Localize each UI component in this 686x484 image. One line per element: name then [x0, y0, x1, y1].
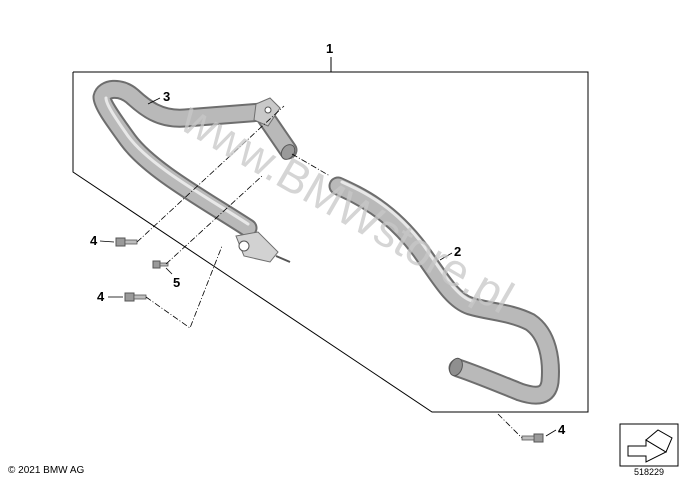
callout-3: 3: [163, 89, 170, 104]
screw-part-4-b: [124, 292, 147, 302]
screw-part-4-c: [521, 433, 544, 443]
callout-4-b: 4: [97, 289, 105, 304]
crash-bar-part-3: [92, 79, 298, 238]
assembly-frame: [72, 71, 589, 413]
bracket-part-5: [235, 231, 291, 263]
screw-part-4-a: [115, 237, 138, 247]
crash-bar-part-2: [328, 176, 560, 405]
callout-4-a: 4: [90, 233, 98, 248]
callout-4-c: 4: [558, 422, 566, 437]
callout-1: 1: [326, 41, 333, 56]
callout-2: 2: [454, 244, 461, 259]
callout-5: 5: [173, 275, 180, 290]
assembly-lines: [136, 105, 523, 439]
screw-part-5: [152, 260, 169, 269]
arrow-view-icon: [619, 423, 679, 467]
copyright-text: © 2021 BMW AG: [8, 465, 85, 476]
document-number: 518229: [634, 467, 665, 477]
leader-lines: [99, 97, 557, 437]
